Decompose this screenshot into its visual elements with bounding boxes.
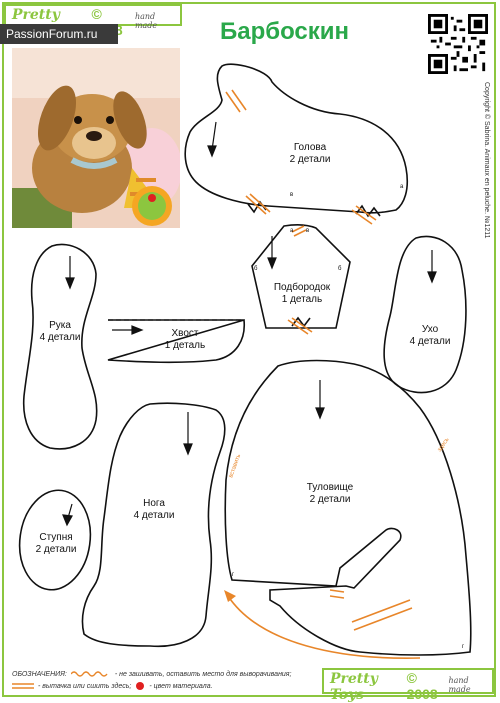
marker-g-left: г <box>232 572 235 578</box>
brand-name-footer: Pretty Toys <box>330 671 378 703</box>
ear-outline <box>383 235 467 394</box>
marker-a-head: а <box>400 184 404 190</box>
site-watermark[interactable]: PassionForum.ru <box>0 24 118 44</box>
brand-footer: Pretty Toys © 2008 hand made <box>322 668 494 703</box>
brand-year-footer: © 2008 <box>406 670 438 702</box>
marker-b-left: б <box>254 266 258 272</box>
brand-sub: hand made <box>134 12 158 30</box>
qr-code <box>428 14 488 74</box>
pattern-title: Барбоскин <box>220 18 350 45</box>
marker-b-right: б <box>338 266 342 272</box>
head-outline <box>184 63 409 214</box>
chin-outline <box>251 223 351 329</box>
body-hint-left: вставить <box>228 454 242 479</box>
foot-outline <box>18 489 92 591</box>
dart-icon <box>12 683 34 689</box>
marker-a-chin: а <box>290 228 294 234</box>
legend: ОБОЗНАЧЕНИЯ: - не зашивать, оставить мес… <box>12 668 292 692</box>
do-not-sew-icon <box>70 671 108 677</box>
leg-outline <box>81 402 226 648</box>
toy-photo <box>12 48 180 228</box>
legend-item-color: - цвет материала. <box>149 682 213 690</box>
brand-header: Pretty Toys © 2008 hand made <box>4 4 182 39</box>
legend-item-dart: - вытачка или сшить здесь; <box>38 682 132 690</box>
page-border <box>2 2 496 697</box>
marker-v-chin: в <box>306 228 309 234</box>
marker-g-right: г <box>462 644 465 650</box>
brand-sub-footer: hand made <box>448 676 471 694</box>
legend-lead: ОБОЗНАЧЕНИЯ: <box>12 670 67 678</box>
legend-item-do-not-sew: - не зашивать, оставить место для вывора… <box>114 670 292 678</box>
color-dot-icon <box>136 682 145 690</box>
marker-v-head: в <box>290 192 293 198</box>
body-outline <box>224 359 472 656</box>
arm-outline <box>22 243 98 450</box>
